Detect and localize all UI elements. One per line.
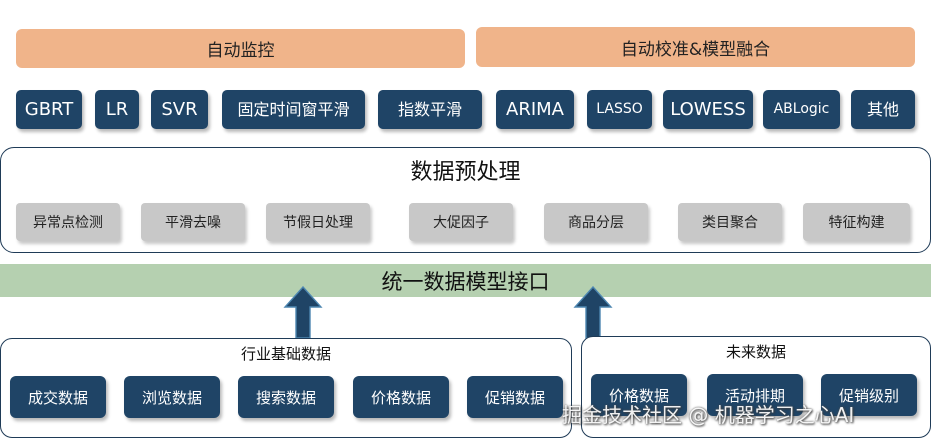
algo-svr: SVR <box>151 90 208 129</box>
algo-lasso: LASSO <box>587 90 652 129</box>
preprocess-category-aggregation: 类目聚合 <box>678 203 782 241</box>
algo-lr: LR <box>95 90 139 129</box>
algo-exponential-smoothing: 指数平滑 <box>378 90 482 129</box>
future-price-data: 价格数据 <box>591 374 687 416</box>
industry-search-data: 搜索数据 <box>238 376 334 418</box>
algo-arima: ARIMA <box>496 90 574 129</box>
algo-ablogic: ABLogic <box>763 90 840 129</box>
auto-calibration-bar: 自动校准&模型融合 <box>476 27 915 67</box>
future-activity-schedule: 活动排期 <box>707 374 803 416</box>
industry-data-title: 行业基础数据 <box>240 345 331 363</box>
auto-monitor-bar: 自动监控 <box>16 29 465 68</box>
arrow-up-icon <box>573 286 613 339</box>
industry-transaction-data: 成交数据 <box>10 376 106 418</box>
algo-other: 其他 <box>851 90 915 129</box>
algo-gbrt: GBRT <box>16 90 82 129</box>
preprocess-product-tiering: 商品分层 <box>544 203 648 241</box>
industry-browse-data: 浏览数据 <box>124 376 220 418</box>
industry-promotion-data: 促销数据 <box>467 376 563 418</box>
unified-interface-bar: 统一数据模型接口 <box>0 264 931 297</box>
algo-lowess: LOWESS <box>663 90 753 129</box>
preprocess-promotion-factor: 大促因子 <box>409 203 513 241</box>
arrow-up-icon <box>283 286 323 339</box>
preprocess-holiday-handling: 节假日处理 <box>266 203 370 241</box>
future-promotion-level: 促销级别 <box>821 374 917 416</box>
algo-fixed-window-smoothing: 固定时间窗平滑 <box>222 90 365 129</box>
industry-price-data: 价格数据 <box>353 376 449 418</box>
preprocess-title: 数据预处理 <box>410 160 521 185</box>
preprocess-smoothing-denoise: 平滑去噪 <box>141 203 245 241</box>
preprocess-outlier-detection: 异常点检测 <box>16 203 120 241</box>
preprocess-feature-construction: 特征构建 <box>803 203 910 241</box>
watermark-text: 掘金技术社区 @ 机器学习之心AI <box>562 403 855 427</box>
future-data-title: 未来数据 <box>725 343 786 361</box>
